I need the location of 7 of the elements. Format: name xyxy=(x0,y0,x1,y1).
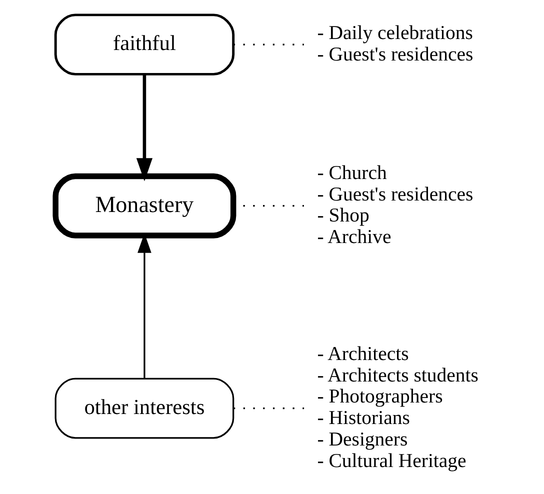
arrow xyxy=(136,74,153,182)
node-text: - Church - Guest's residences - Shop - Archive xyxy=(317,162,474,248)
node-box: Monastery xyxy=(52,173,236,238)
node-box: other interests xyxy=(54,378,234,439)
node-box: faithful xyxy=(54,14,235,76)
node-text: - Architects - Architects students - Photographers - Historians - Designers - Cultural Heritage xyxy=(317,342,478,472)
node-text: - Daily celebrations - Guest's residences xyxy=(317,22,474,66)
